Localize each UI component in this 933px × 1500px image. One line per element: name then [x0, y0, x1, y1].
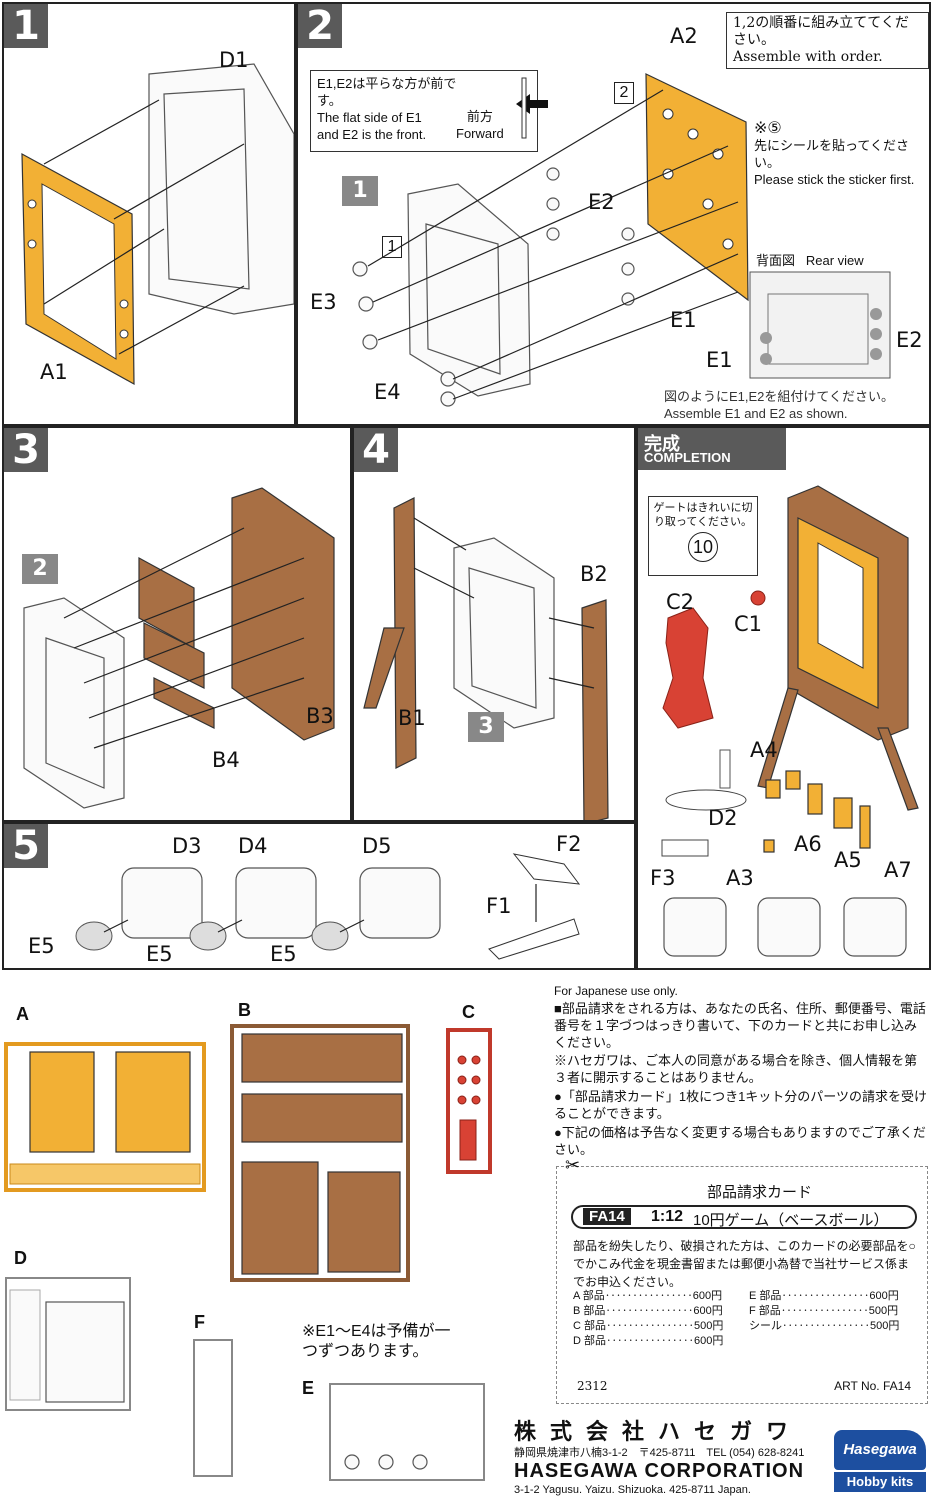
order-circle-2: 2 [614, 82, 634, 104]
part-label-e3: E3 [310, 290, 337, 314]
scissors-icon: ✂ [565, 1155, 581, 1175]
gate-note: ゲートはきれいに切り取ってください。 10 [648, 496, 758, 576]
part-label-e4: E4 [374, 380, 401, 404]
info-para-2: ※ハセガワは、ご本人の同意がある場合を除き、個人情報を第３者に開示することはあり… [554, 1053, 918, 1085]
card-description: 部品を紛失したり、破損された方は、このカードの必要部品を○でかこみ代金を現金書留… [573, 1239, 916, 1289]
part-label-d1: D1 [219, 48, 249, 72]
hasegawa-logo: Hasegawa Hobby kits [834, 1430, 926, 1494]
completion-panel: 完成 COMPLETION ゲートはきれいに切り取ってください。 10 C2 C… [636, 426, 931, 970]
order-note: 1,2の順番に組み立ててください。 Assemble with order. [726, 12, 929, 69]
part-label-d4: D4 [238, 834, 268, 858]
sub-assembly-badge: 3 [468, 712, 504, 742]
part-label-f3: F3 [650, 866, 676, 890]
step-2-panel: 2 1,2の順番に組み立ててください。 Assemble with order.… [296, 2, 931, 426]
part-label-e1: E1 [670, 308, 697, 332]
gate-number: 10 [688, 532, 718, 562]
order-circle-1: 1 [382, 236, 402, 258]
sticker-note: ※⑤ 先にシールを貼ってください。 Please stick the stick… [754, 120, 915, 187]
part-label-c2: C2 [666, 590, 695, 614]
price-list-left: A 部品‥‥‥‥‥‥‥‥600円 B 部品‥‥‥‥‥‥‥‥600円 C 部品‥‥… [573, 1290, 724, 1347]
company-name-en: HASEGAWA CORPORATION [514, 1460, 805, 1482]
part-label-f1: F1 [486, 894, 512, 918]
step-4-panel: 4 B2 B1 3 [352, 426, 636, 822]
card-header-bar: FA14 1:12 10円ゲーム（ベースボール） [571, 1205, 917, 1229]
step-number: 4 [354, 428, 398, 472]
flat-side-note: E1,E2は平らな方が前です。 The flat side of E1 and … [310, 70, 538, 152]
part-label-b4: B4 [212, 748, 240, 772]
rear-e1-label: E1 [706, 348, 733, 372]
step-2-illustration [352, 73, 891, 407]
part-label-b1: B1 [398, 706, 426, 730]
part-label-a1: A1 [40, 360, 68, 384]
assemble-note: 図のようにE1,E2を組付けてください。 Assemble E1 and E2 … [664, 389, 895, 421]
company-address-jp: 静岡県焼津市八楠3-1-2 〒425-8711 TEL (054) 628-82… [514, 1447, 805, 1459]
step-3-illustration [23, 487, 335, 809]
part-label-a6: A6 [794, 832, 822, 856]
card-kit-name: 10円ゲーム（ベースボール） [693, 1212, 889, 1229]
part-label-a3: A3 [726, 866, 754, 890]
card-code: FA14 [583, 1208, 631, 1225]
sprue-e-label: E [302, 1378, 315, 1398]
part-label-e5-a: E5 [28, 934, 55, 958]
part-label-b3: B3 [306, 704, 334, 728]
step-1-panel: 1 D1 A1 [2, 2, 296, 426]
part-label-c1: C1 [734, 612, 763, 636]
part-label-e2: E2 [588, 190, 615, 214]
completion-illustration [661, 485, 919, 957]
part-label-a4: A4 [750, 738, 778, 762]
part-label-b2: B2 [580, 562, 608, 586]
sub-assembly-badge: 1 [342, 176, 378, 206]
part-label-e5-b: E5 [146, 942, 173, 966]
logo-wordmark: Hasegawa [834, 1430, 926, 1470]
part-label-e5-c: E5 [270, 942, 297, 966]
japanese-use-only: For Japanese use only. [554, 984, 678, 998]
step-number: 1 [4, 4, 48, 48]
info-para-4: ●下記の価格は予告なく変更する場合もありますのでご了承ください。 [554, 1125, 926, 1157]
rear-view-label: 背面図 Rear view [756, 253, 864, 268]
rear-e2-label: E2 [896, 328, 923, 352]
completion-badge: 完成 COMPLETION [638, 428, 786, 470]
step-1-illustration [21, 63, 294, 386]
price-list-right: E 部品‥‥‥‥‥‥‥‥600円 F 部品‥‥‥‥‥‥‥‥500円 シール‥‥‥… [749, 1290, 900, 1332]
company-address-en: 3-1-2 Yagusu. Yaizu. Shizuoka. 425-8711 … [514, 1484, 751, 1496]
card-scale: 1:12 [651, 1208, 684, 1225]
company-name-jp: 株式会社ハセガワ [514, 1419, 803, 1444]
info-para-1: ■部品請求をされる方は、あなたの氏名、住所、郵便番号、電話番号を１字づつはっきり… [554, 1001, 926, 1050]
step-4-illustration [363, 497, 609, 820]
spare-note: ※E1〜E4は予備が一つずつあります。 [302, 1323, 451, 1360]
part-label-a5: A5 [834, 848, 862, 872]
info-para-3: ●「部品請求カード」1枚につき1キット分のパーツの請求を受けることができます。 [554, 1089, 928, 1121]
step-5-illustration [75, 853, 581, 960]
sprue-d-label: D [14, 1248, 27, 1268]
part-label-a2: A2 [670, 24, 698, 48]
step-number: 2 [298, 4, 342, 48]
sprue-a-label: A [16, 1004, 29, 1024]
step-3-panel: 3 2 B3 B4 [2, 426, 352, 822]
part-label-d3: D3 [172, 834, 202, 858]
parts-request-card: ✂ 部品請求カード FA14 1:12 10円ゲーム（ベースボール） 部品を紛失… [556, 1155, 928, 1404]
logo-subtitle: Hobby kits [834, 1472, 926, 1492]
sprue-b-label: B [238, 1000, 251, 1020]
part-label-a7: A7 [884, 858, 912, 882]
card-title: 部品請求カード [707, 1184, 813, 1201]
sprue-f-label: F [194, 1312, 205, 1332]
step-5-panel: 5 D3 D4 D5 E5 E5 E5 F2 F1 [2, 822, 636, 970]
part-label-d2: D2 [708, 806, 738, 830]
part-label-f2: F2 [556, 832, 582, 856]
sprue-c-label: C [462, 1002, 475, 1022]
forward-label: 前方 Forward [456, 109, 504, 141]
card-art-no: ART No. FA14 [834, 1379, 911, 1393]
step-number: 3 [4, 428, 48, 472]
sub-assembly-badge: 2 [22, 554, 58, 584]
part-label-d5: D5 [362, 834, 392, 858]
card-serial: 2312 [577, 1379, 608, 1393]
step-number: 5 [4, 824, 48, 868]
